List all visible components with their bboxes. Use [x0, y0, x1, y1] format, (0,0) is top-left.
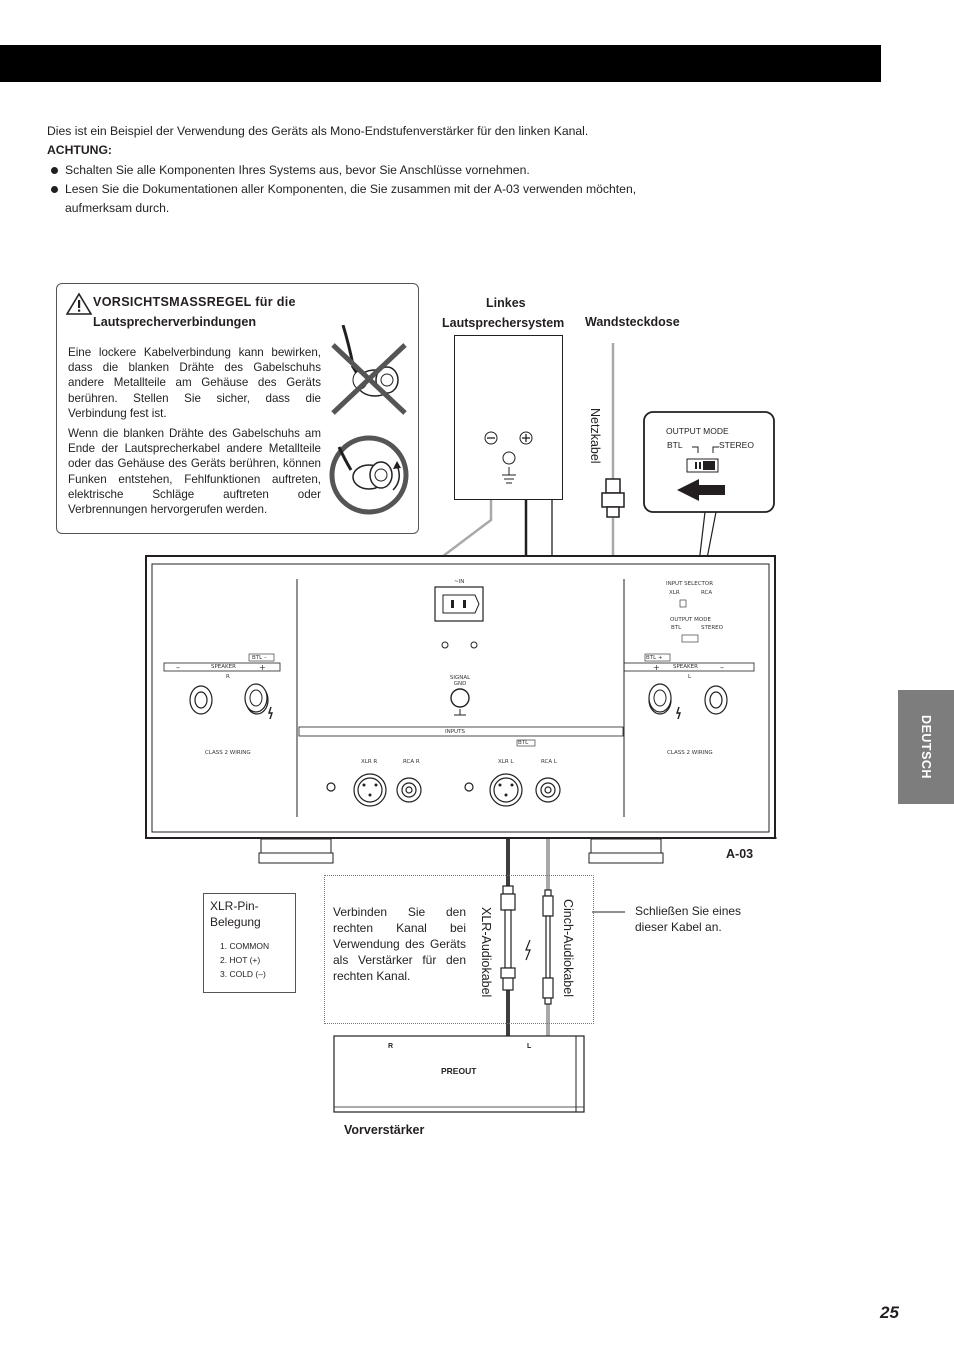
arrow-left-icon — [677, 479, 725, 501]
input-selector-label: INPUT SELECTOR — [666, 581, 714, 587]
lightning-icon — [525, 939, 531, 961]
panel-minus-r: – — [176, 663, 180, 672]
callout-btl: BTL — [667, 440, 683, 450]
xlr-pin-2: 2. HOT (+) — [220, 955, 261, 965]
xlr-plug-icon — [500, 885, 516, 991]
xlr-pin-box — [203, 893, 296, 993]
bullet-item: Schalten Sie alle Komponenten Ihres Syst… — [65, 163, 530, 177]
connect-note: Schließen Sie eines dieser Kabel an. — [635, 904, 742, 934]
tight-connection-icon — [329, 435, 409, 515]
speaker-l-channel: L — [688, 674, 692, 680]
preamp-r-label: R — [388, 1043, 394, 1050]
speaker-box — [454, 335, 563, 500]
caution-paragraph-1: Eine lockere Kabelverbindung kann bewirk… — [68, 346, 321, 420]
caution-title: VORSICHTSMASSREGEL für die — [93, 295, 296, 309]
speaker-label-2: Lautsprechersystem — [442, 316, 565, 330]
preout-label: PREOUT — [441, 1066, 477, 1076]
panel-plus-r: + — [259, 663, 266, 672]
xlr-pin-3: 3. COLD (–) — [220, 969, 266, 979]
page-number: 25 — [880, 1303, 899, 1322]
panel-stereo-label: STEREO — [701, 625, 723, 631]
preamp-l-label: L — [527, 1043, 532, 1050]
speaker-l-label: SPEAKER — [673, 664, 698, 670]
speaker-terminal-r-plus-icon — [244, 683, 268, 713]
xlr-r-label: XLR R — [361, 759, 378, 765]
speaker-r-channel: R — [226, 674, 230, 680]
rca-cable-label: Cinch-Audiokabel — [561, 899, 575, 997]
xlr-pin-1: 1. COMMON — [220, 941, 270, 951]
panel-output-mode-label: OUTPUT MODE — [670, 617, 711, 623]
input-selector-rca: RCA — [701, 590, 713, 596]
panel-minus-l: – — [720, 663, 724, 672]
xlr-cable-label: XLR-Audiokabel — [479, 907, 493, 998]
right-channel-note: Verbinden Sie den rechten Kanal bei Verw… — [333, 905, 466, 983]
class2-wiring-r: CLASS 2 WIRING — [205, 750, 251, 756]
speaker-terminal-l-plus-icon — [648, 683, 672, 713]
btl-plus-label: BTL + — [646, 655, 663, 661]
cable-plugs-illustration — [500, 885, 554, 1005]
input-selector-xlr: XLR — [669, 590, 680, 596]
inputs-label: INPUTS — [445, 729, 465, 735]
output-mode-callout — [643, 411, 775, 513]
ac-inlet-icon — [434, 586, 484, 622]
bullet-icon — [51, 186, 58, 193]
power-cable-label: Netzkabel — [588, 408, 602, 464]
ac-in-label: ~IN — [454, 579, 465, 585]
rca-plug-icon — [542, 889, 554, 1005]
rca-l-label: RCA L — [541, 759, 557, 765]
intro-text: Dies ist ein Beispiel der Verwendung des… — [47, 124, 589, 138]
xlr-l-label: XLR L — [498, 759, 514, 765]
speaker-label: Linkes — [486, 296, 526, 310]
bullet-icon — [51, 167, 58, 174]
caution-heading: ACHTUNG: — [47, 143, 112, 157]
btl-minus-label: BTL – — [252, 655, 267, 661]
caution-subtitle: Lautsprecherverbindungen — [93, 315, 257, 329]
speaker-r-label: SPEAKER — [211, 664, 236, 670]
caution-paragraph-2: Wenn die blanken Drähte des Gabelschuhs … — [68, 427, 321, 517]
language-tab-label: DEUTSCH — [919, 715, 933, 779]
signal-gnd-terminal-icon — [450, 688, 470, 708]
language-tab: DEUTSCH — [898, 690, 954, 804]
power-plug-icon — [601, 478, 625, 518]
wall-outlet-label: Wandsteckdose — [585, 315, 680, 329]
warning-icon — [66, 292, 92, 315]
xlr-pin-title-2: Belegung — [210, 915, 261, 929]
panel-plus-l: + — [653, 663, 660, 672]
loose-connection-icon — [331, 325, 407, 415]
bullet-item: Lesen Sie die Dokumentationen aller Komp… — [65, 182, 637, 196]
spade-terminal-illustration — [329, 325, 409, 515]
callout-output-mode: OUTPUT MODE — [666, 426, 729, 436]
header-bar — [0, 45, 881, 82]
preamp-box — [333, 1035, 585, 1113]
panel-btl-label: BTL — [671, 625, 682, 631]
preamp-label: Vorverstärker — [344, 1123, 425, 1137]
cable-area — [324, 875, 594, 1024]
class2-wiring-l: CLASS 2 WIRING — [667, 750, 713, 756]
model-label: A-03 — [726, 847, 754, 861]
bullet-item-continued: aufmerksam durch. — [65, 201, 170, 215]
callout-stereo: STEREO — [719, 440, 754, 450]
inputs-btl-label: BTL — [518, 740, 529, 746]
rca-r-label: RCA R — [403, 759, 420, 765]
signal-gnd-label: SIGNAL GND — [449, 675, 471, 687]
xlr-pin-title: XLR-Pin- — [210, 899, 259, 913]
